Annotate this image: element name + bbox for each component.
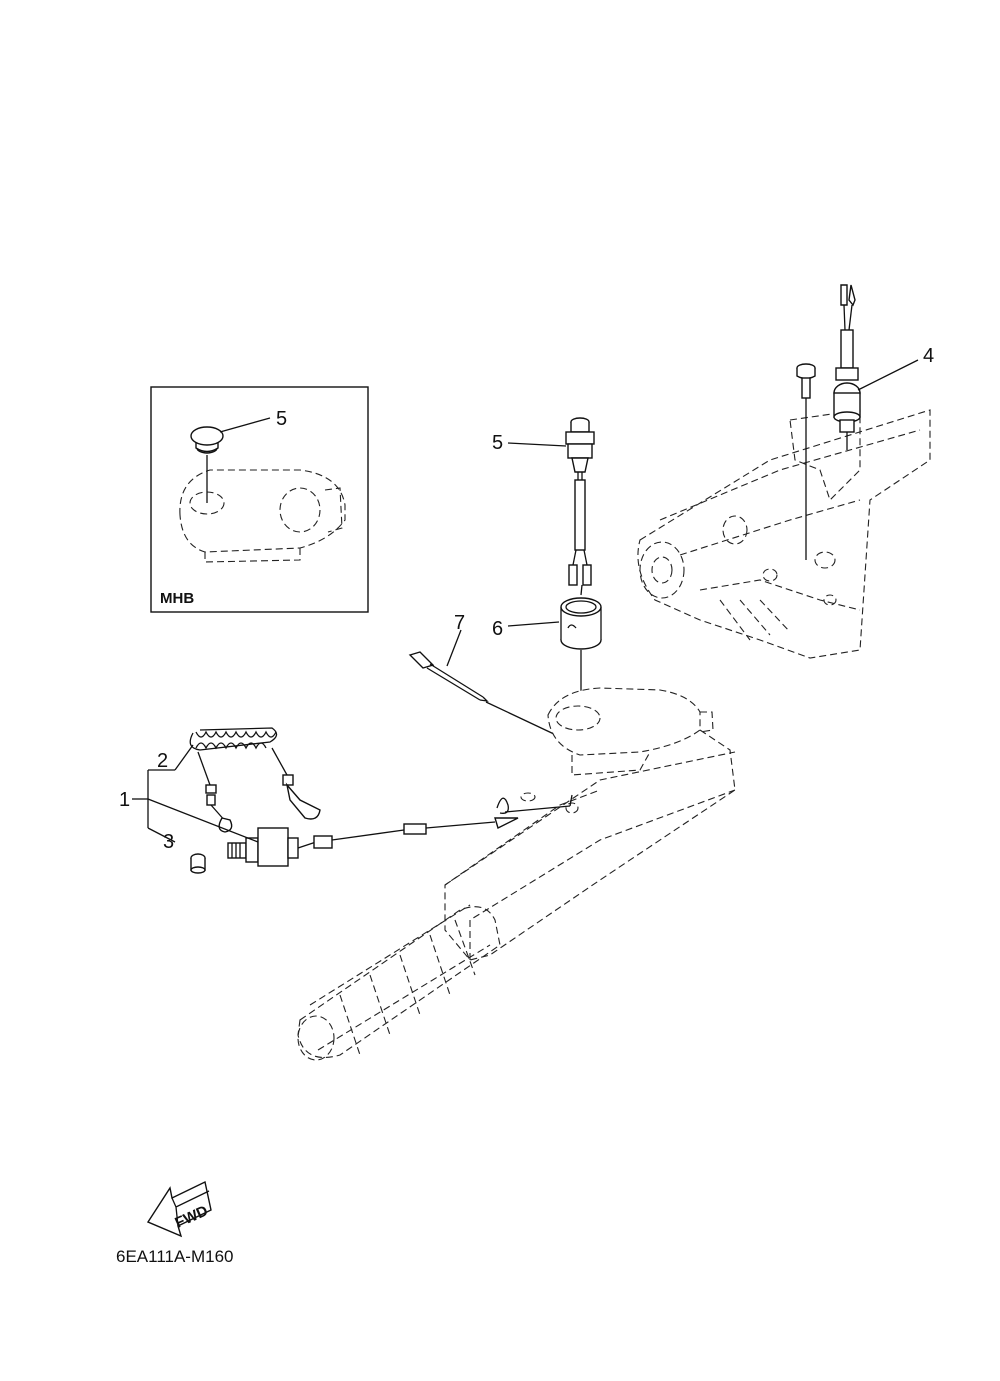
bolt	[796, 363, 816, 560]
part-6-sleeve	[507, 597, 602, 715]
mhb-inset: 5 MHB	[150, 386, 369, 613]
callout-5-inset: 5	[276, 408, 287, 430]
part-3-cap	[190, 853, 206, 874]
part-2-lanyard	[189, 727, 321, 833]
steering-handle-outline	[297, 687, 736, 1061]
inset-label: MHB	[160, 590, 194, 607]
engine-cowling-outline	[637, 409, 931, 659]
callout-1: 1	[119, 789, 130, 811]
callout-3: 3	[163, 831, 174, 853]
inset-grommet	[190, 426, 224, 454]
part-4-switch	[833, 284, 919, 450]
callout-5-main: 5	[492, 432, 503, 454]
callout-7: 7	[454, 612, 465, 634]
inset-bracket-outline	[179, 469, 346, 563]
callout-4: 4	[923, 345, 934, 367]
callout-2: 2	[157, 750, 168, 772]
fwd-arrow: FWD	[146, 1180, 212, 1238]
part-5-switch	[507, 417, 595, 596]
diagram-code: 6EA111A-M160	[116, 1247, 234, 1266]
callout-bracket	[132, 744, 259, 843]
callout-6: 6	[492, 618, 503, 640]
part-1-kill-switch	[227, 794, 573, 867]
part-7-cable-tie	[408, 629, 557, 736]
